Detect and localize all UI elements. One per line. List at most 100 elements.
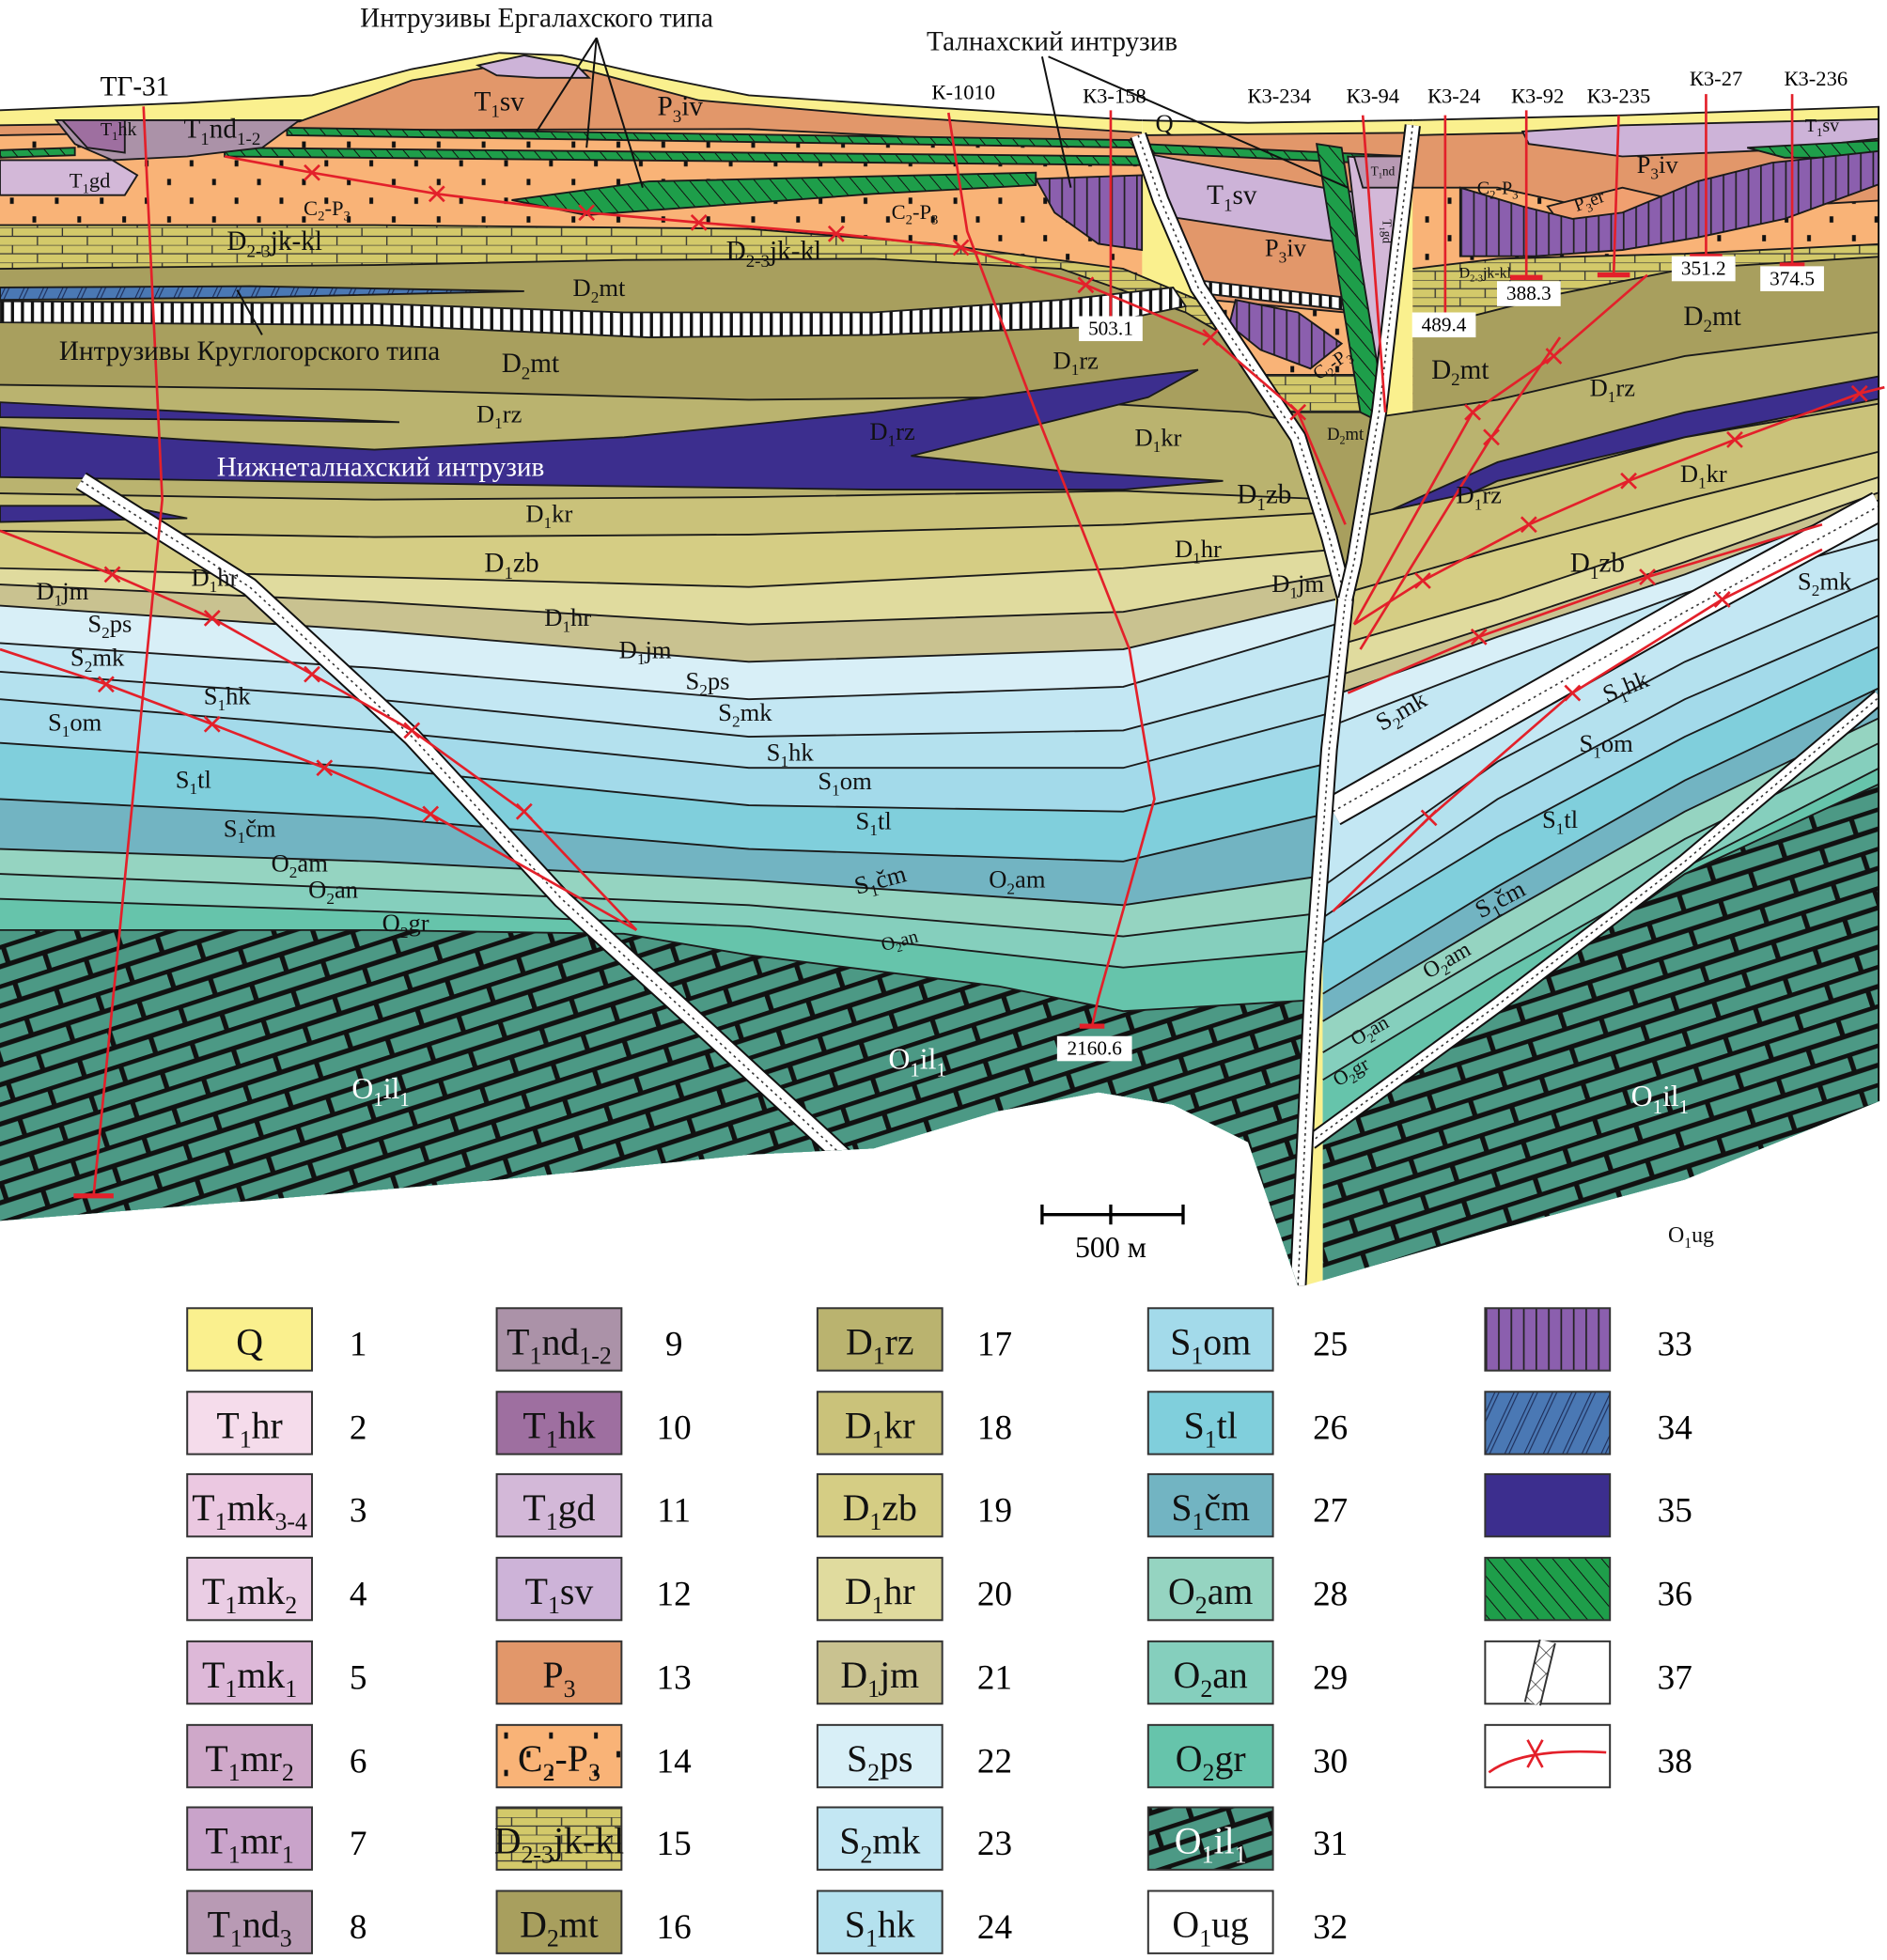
depth-box <box>1760 266 1824 291</box>
label-text: D <box>226 226 246 257</box>
label-text: D <box>840 1654 867 1696</box>
formation-label: S1čm <box>224 814 276 847</box>
ore-mark-icon <box>1414 572 1431 589</box>
label-text: om <box>840 767 872 795</box>
ore-mark-icon <box>1713 591 1731 608</box>
label-text: O <box>989 865 1006 894</box>
s2mk-boundary <box>0 623 1336 701</box>
label-text: mk <box>237 1570 285 1612</box>
label-text: mk <box>92 643 125 671</box>
ore-mark-icon <box>1620 472 1638 490</box>
subscript: 2 <box>1203 1759 1215 1786</box>
legend-number: 31 <box>1313 1825 1348 1863</box>
subscript: 2 <box>400 924 409 941</box>
label-text: ps <box>110 609 133 637</box>
pointer-line <box>595 38 644 188</box>
legend-swatch <box>495 1806 623 1871</box>
ergalakh-intrusions-label: Интрузивы Ергалахского типа <box>360 3 713 33</box>
t1hk-basin <box>60 119 126 154</box>
label-text: T <box>507 1320 529 1362</box>
s1cm-boundary <box>1322 683 1887 995</box>
subscript: 1 <box>373 1090 382 1111</box>
formation-label: D1kr <box>1680 459 1727 492</box>
formation-label: C2-P3 <box>304 196 351 225</box>
formation-label: D1zb <box>1570 549 1625 583</box>
formation-label: T1nd <box>1371 163 1396 179</box>
formation-label: D2mt <box>1683 302 1740 336</box>
label-text: S <box>818 767 832 795</box>
ore-mark-icon <box>1564 684 1582 702</box>
label-text: kr <box>884 1404 915 1446</box>
legend-number: 16 <box>657 1908 692 1947</box>
legend-number: 25 <box>1313 1326 1348 1364</box>
d1rz-boundary <box>1322 330 1887 426</box>
subscript: 1 <box>868 881 881 901</box>
dikes-and-faults <box>75 106 1887 1286</box>
subscript: 1 <box>112 129 117 143</box>
label-text: S <box>70 643 85 671</box>
s1om-boundary <box>0 698 1336 770</box>
label-text: hr <box>1201 535 1222 563</box>
formation-label: S2mk <box>1798 567 1852 599</box>
label-text: O <box>1172 1904 1199 1946</box>
formation-label: D1hr <box>544 603 591 636</box>
subscript: 2 <box>1451 370 1460 390</box>
label-text: mk <box>1819 567 1852 595</box>
label-text: mt <box>559 1904 599 1946</box>
label-text: S <box>1171 1486 1192 1529</box>
subscript: 2-3 <box>521 1842 554 1869</box>
label-text: hr <box>570 603 591 631</box>
formation-label: D2-3jk-kl <box>1459 265 1512 284</box>
legend-number: 30 <box>1313 1742 1348 1781</box>
ore-mark-icon <box>690 213 708 231</box>
ore-mark-icon <box>1464 403 1481 421</box>
legend-item: S1om 25 <box>1146 1307 1348 1372</box>
label-text: gd <box>89 169 111 193</box>
ore-mark-icon <box>1850 384 1868 402</box>
label-text: mt <box>530 349 559 379</box>
subscript: 1 <box>237 829 245 847</box>
legend-swatch <box>816 1556 944 1622</box>
legend-number: 4 <box>350 1575 367 1613</box>
legend-label: T1mr1 <box>205 1820 293 1869</box>
subscript: 1 <box>1199 1925 1211 1952</box>
intrusion-34 <box>0 285 524 302</box>
ore-mark-icon <box>103 566 121 583</box>
intrusion-33 <box>1458 148 1887 257</box>
sill <box>0 147 76 159</box>
legend-item: 36 <box>1484 1556 1692 1622</box>
ore-mark-icon <box>97 676 115 693</box>
label-text: jk-kl <box>769 237 821 267</box>
formation-label: D1rz <box>1457 481 1503 514</box>
label-text: T <box>202 1654 225 1696</box>
label-text: D <box>1237 480 1256 510</box>
legend-label: S1om <box>1170 1320 1251 1369</box>
label-text: rz <box>896 417 915 445</box>
legend-label: T1mr2 <box>205 1737 293 1786</box>
label-text: D <box>36 577 54 605</box>
legend-number: 10 <box>657 1409 692 1448</box>
ore-mark-icon <box>1726 431 1743 448</box>
subscript: 1 <box>200 130 210 149</box>
legend-swatch <box>1146 1890 1274 1954</box>
label-text: D <box>520 1904 547 1946</box>
q-boundary <box>0 52 1346 124</box>
subscript: 1 <box>888 432 897 450</box>
label-text: D <box>573 273 591 302</box>
subscript: 1 <box>1593 744 1601 762</box>
label-text: an <box>897 926 920 951</box>
formation-label: O2am <box>989 865 1046 898</box>
legend-label: D1kr <box>845 1404 915 1453</box>
subscript: 1 <box>1608 388 1616 406</box>
subscript: 1 <box>1235 1842 1247 1869</box>
formation-label: P3iv <box>1265 234 1307 267</box>
pointer-line <box>1048 55 1349 189</box>
subscript: 1 <box>866 1925 878 1952</box>
